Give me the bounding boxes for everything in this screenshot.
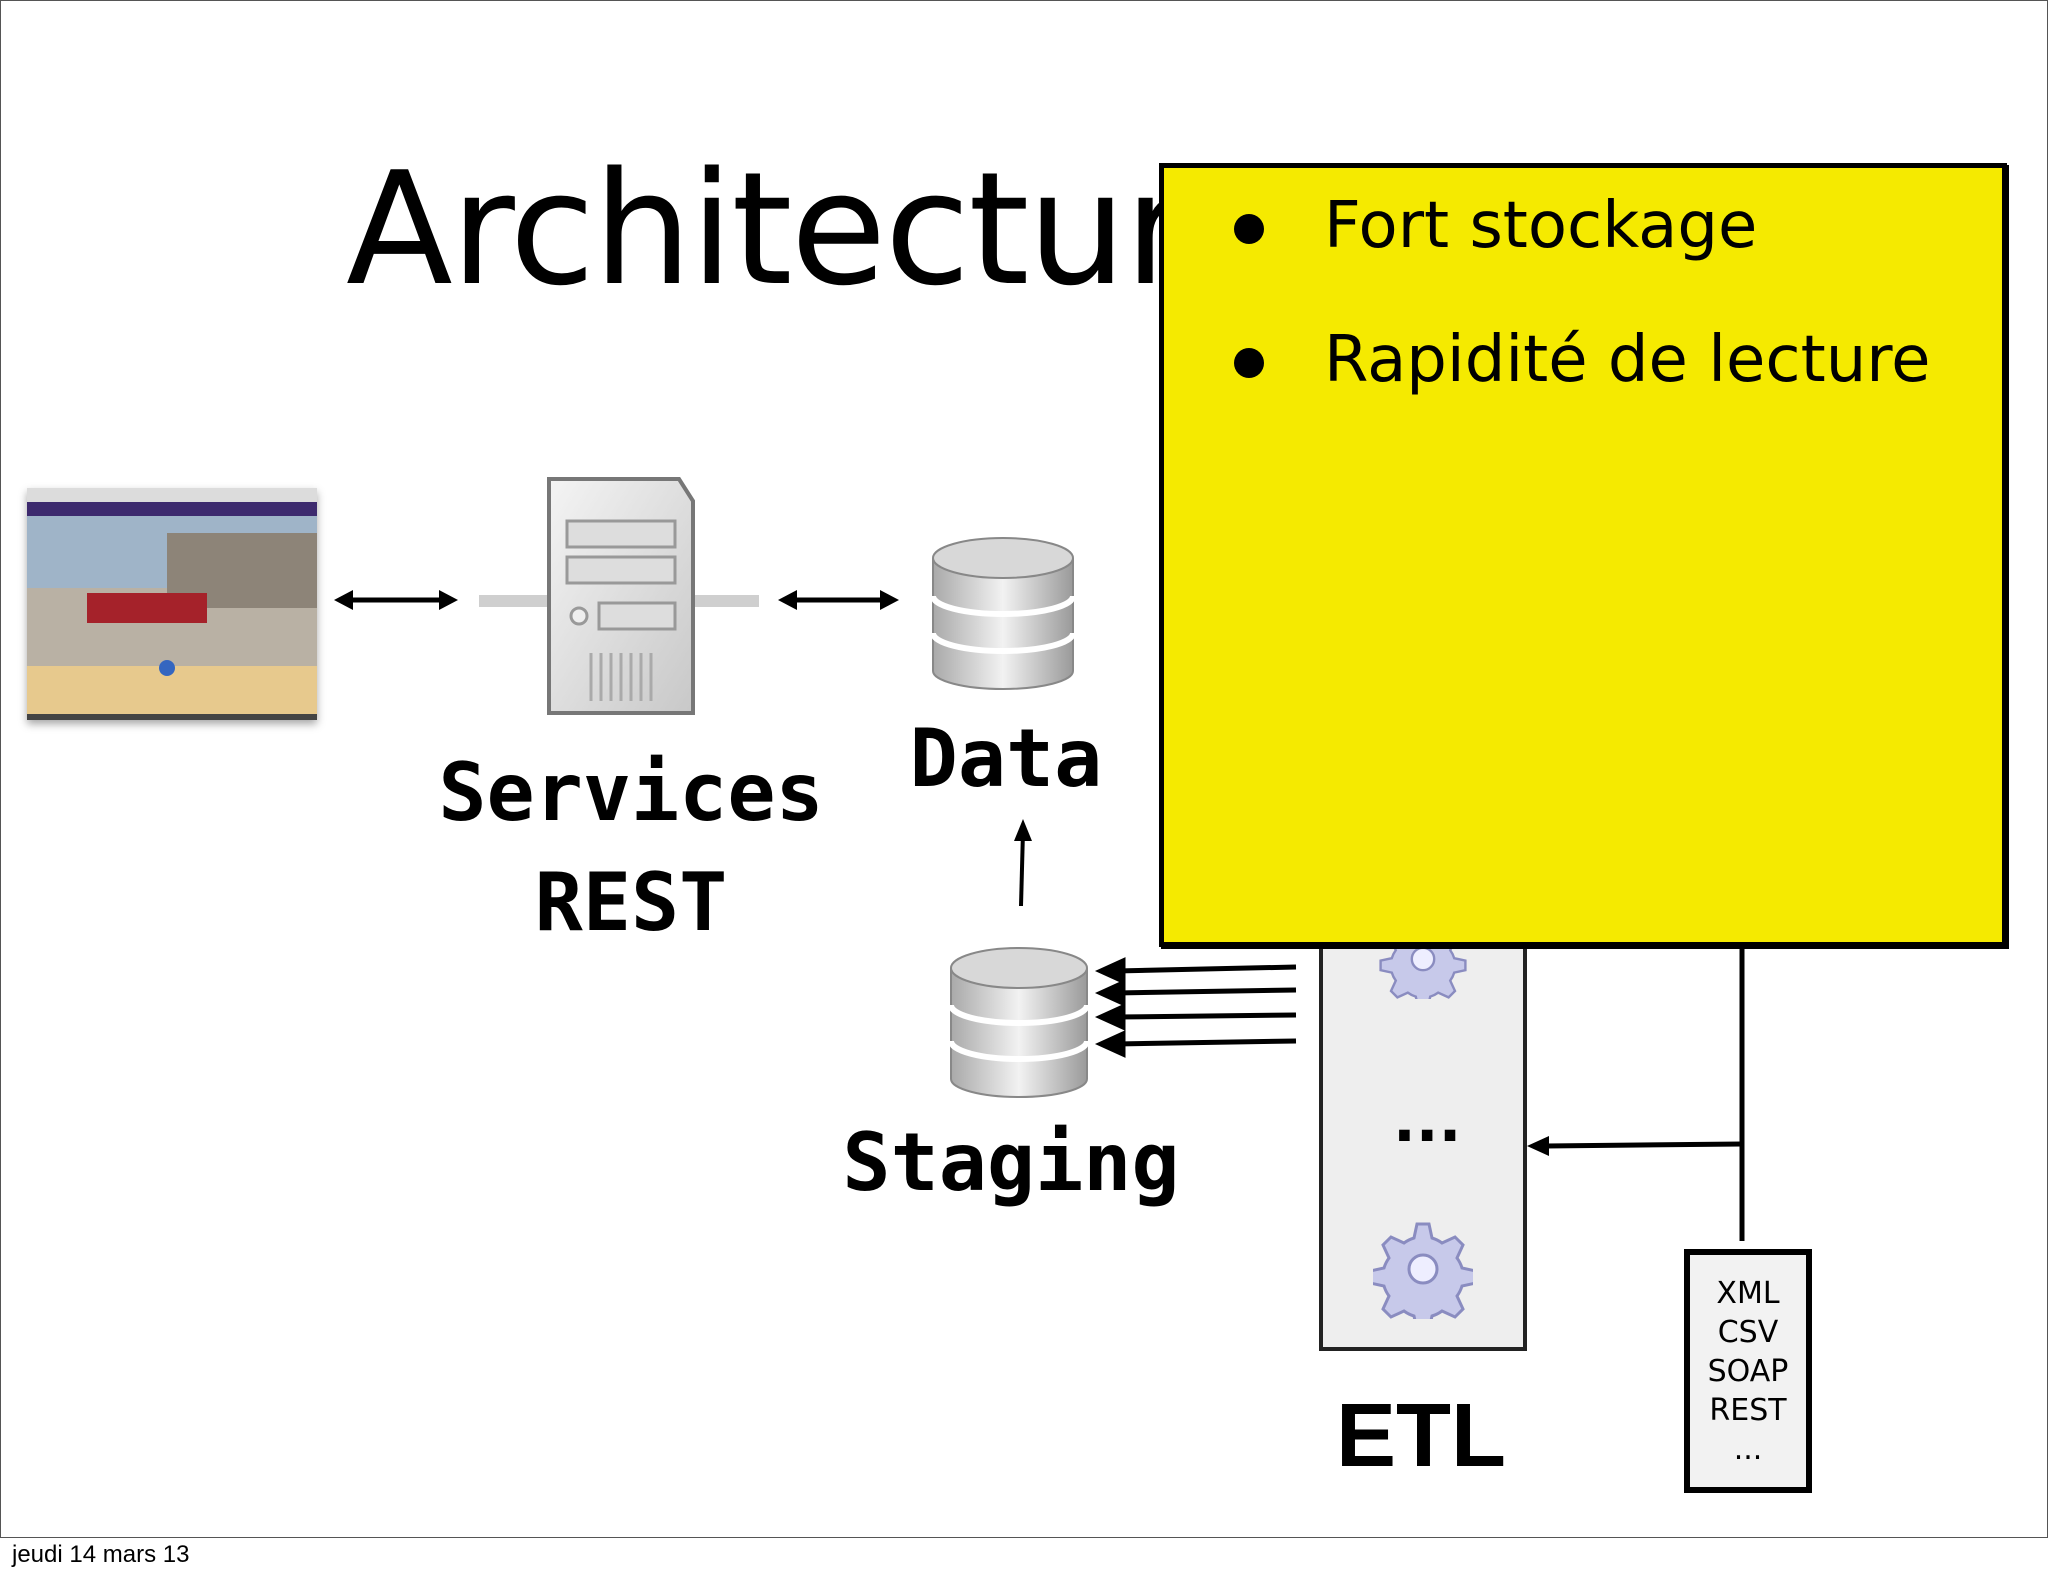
data-sources-box: XML CSV SOAP REST ... xyxy=(1684,1249,1812,1493)
rest-label: REST xyxy=(534,856,728,949)
etl-label: ETL xyxy=(1336,1386,1506,1486)
architecture-diagram xyxy=(334,477,1745,1241)
bullet-list: Fort stockage Rapidité de lecture xyxy=(1234,188,1931,456)
bullet-item: Rapidité de lecture xyxy=(1234,322,1931,398)
double-arrow-client-services xyxy=(334,590,458,610)
gear-icon xyxy=(1373,1222,1473,1319)
highlight-popup: Fort stockage Rapidité de lecture xyxy=(1159,163,2007,947)
slide: Architecture xyxy=(0,0,2048,1538)
staging-label: Staging xyxy=(842,1116,1180,1209)
data-label: Data xyxy=(909,712,1103,805)
etl-ellipsis: ... xyxy=(1393,1086,1462,1156)
source-item: REST xyxy=(1709,1392,1787,1428)
data-database-icon xyxy=(930,537,1076,690)
arrow-sources-to-etl xyxy=(1527,921,1745,1241)
source-item: ... xyxy=(1733,1431,1763,1467)
source-item: XML xyxy=(1716,1275,1780,1311)
server-icon xyxy=(479,477,759,715)
staging-database-icon xyxy=(948,947,1090,1098)
arrow-staging-to-data xyxy=(1014,819,1032,907)
source-item: CSV xyxy=(1717,1314,1779,1350)
web-app-screenshot xyxy=(27,488,317,720)
double-arrow-services-data xyxy=(778,590,899,610)
page-title: Architecture xyxy=(346,138,1279,320)
arrows-etl-to-staging xyxy=(1094,957,1297,1058)
footer-date: jeudi 14 mars 13 xyxy=(12,1541,190,1568)
services-label: Services xyxy=(438,746,824,839)
source-item: SOAP xyxy=(1707,1353,1789,1389)
bullet-item: Fort stockage xyxy=(1234,188,1931,264)
